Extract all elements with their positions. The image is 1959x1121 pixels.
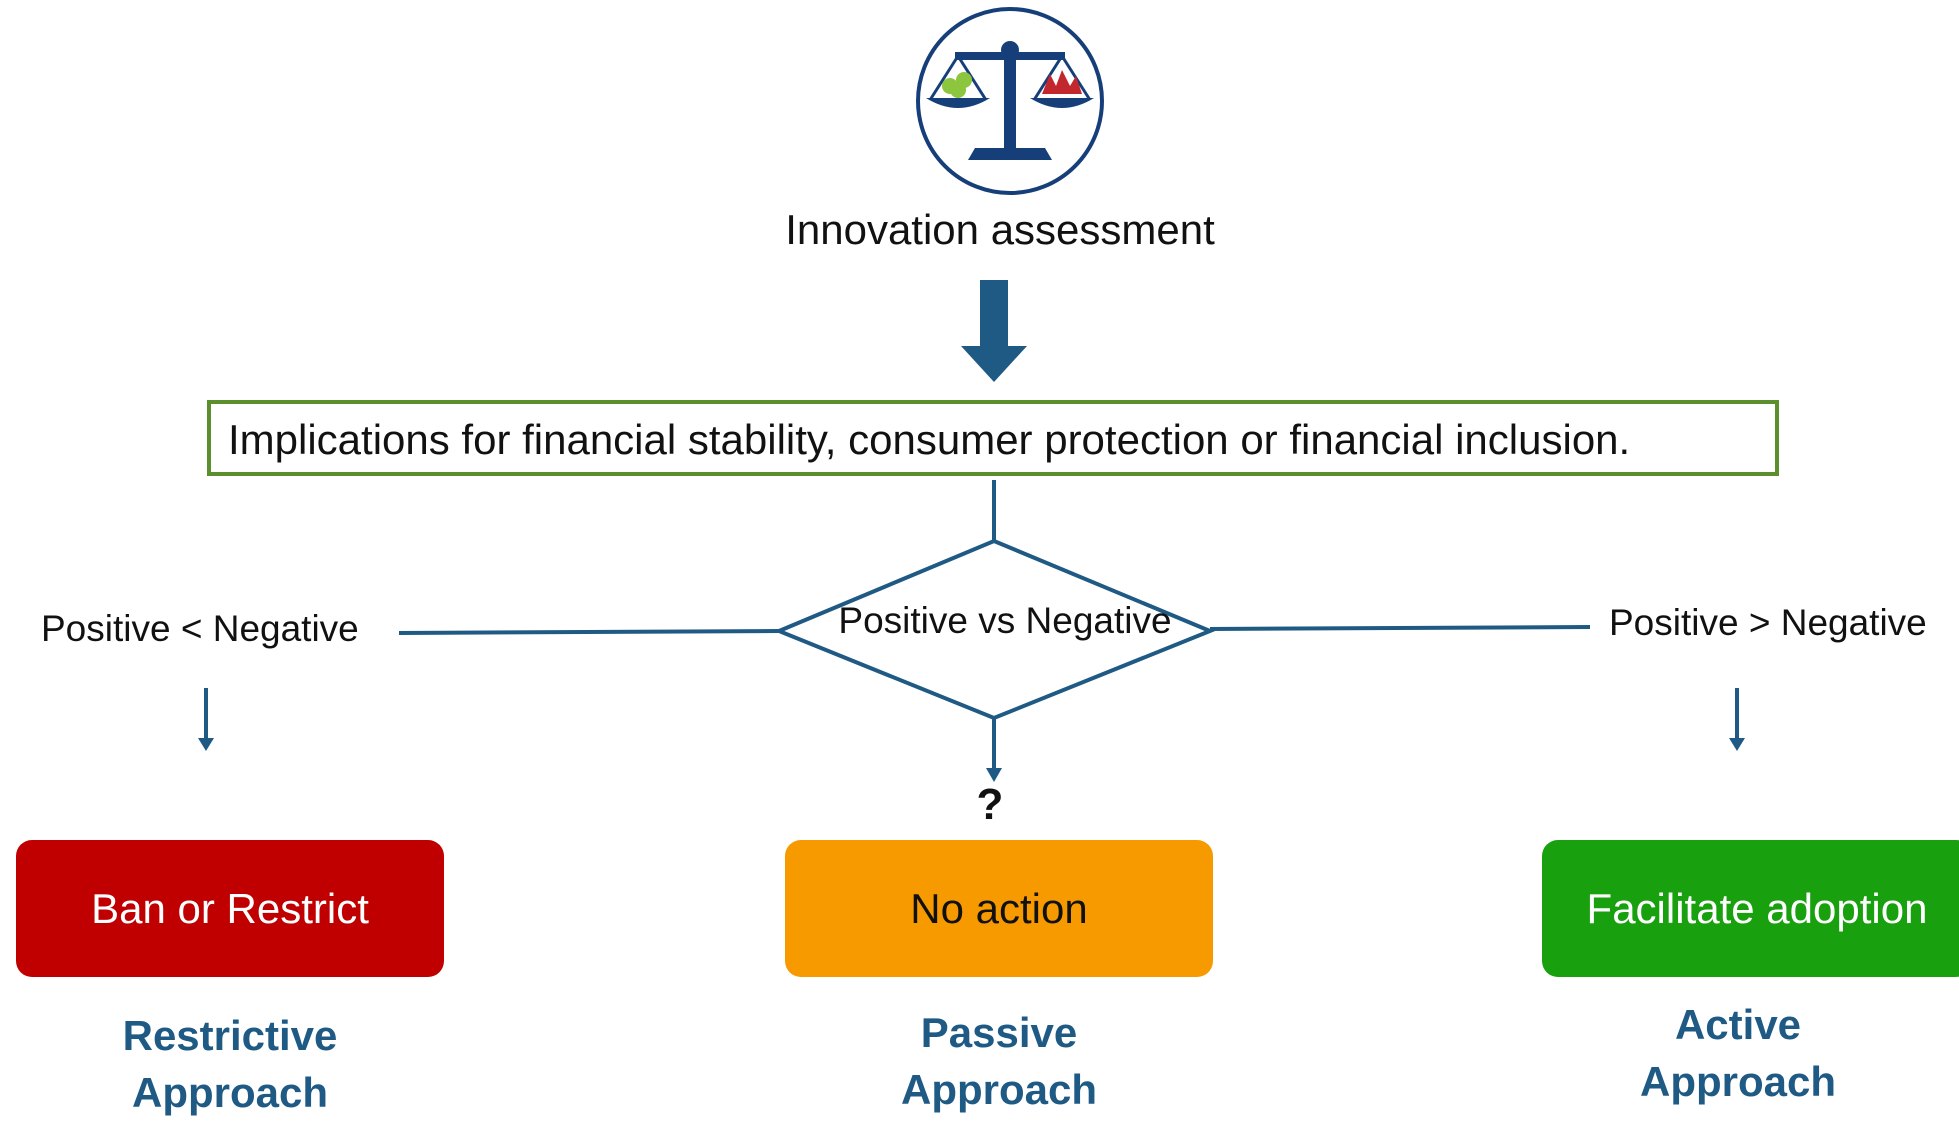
implications-text: Implications for financial stability, co… — [228, 416, 1631, 463]
outcome-ban-or-restrict: Ban or Restrict — [16, 840, 444, 977]
approach-restrictive: Restrictive Approach — [20, 1007, 440, 1121]
diagram-title: Innovation assessment — [785, 206, 1215, 253]
arrow-head-middle — [986, 768, 1002, 782]
implications-box — [207, 400, 1779, 476]
left-branch-label: Positive < Negative — [41, 608, 359, 649]
decision-text: Positive vs Negative — [838, 600, 1172, 641]
balance-scale-icon — [916, 7, 1104, 195]
approach-line: Approach — [131, 1069, 328, 1116]
outcome-facilitate-adoption: Facilitate adoption — [1542, 840, 1959, 977]
left-arrow-head — [198, 738, 214, 751]
right-branch-label: Positive > Negative — [1609, 602, 1927, 643]
outcome-label: Ban or Restrict — [91, 884, 369, 932]
down-arrow-icon — [961, 280, 1027, 382]
right-arrow-head — [1729, 738, 1745, 751]
approach-line: Restrictive — [122, 1012, 338, 1059]
connector-left — [398, 629, 780, 635]
outcome-label: Facilitate adoption — [1586, 884, 1928, 932]
outcome-label: No action — [910, 884, 1088, 932]
approach-passive: Passive Approach — [789, 1004, 1209, 1118]
middle-branch-label: ? — [976, 780, 1004, 829]
connector-right — [1209, 625, 1591, 631]
approach-active: Active Approach — [1528, 996, 1948, 1110]
approach-line: Active — [1674, 1001, 1802, 1048]
approach-line: Approach — [900, 1066, 1097, 1113]
approach-line: Approach — [1639, 1058, 1836, 1105]
outcome-no-action: No action — [785, 840, 1213, 977]
approach-line: Passive — [920, 1009, 1078, 1056]
